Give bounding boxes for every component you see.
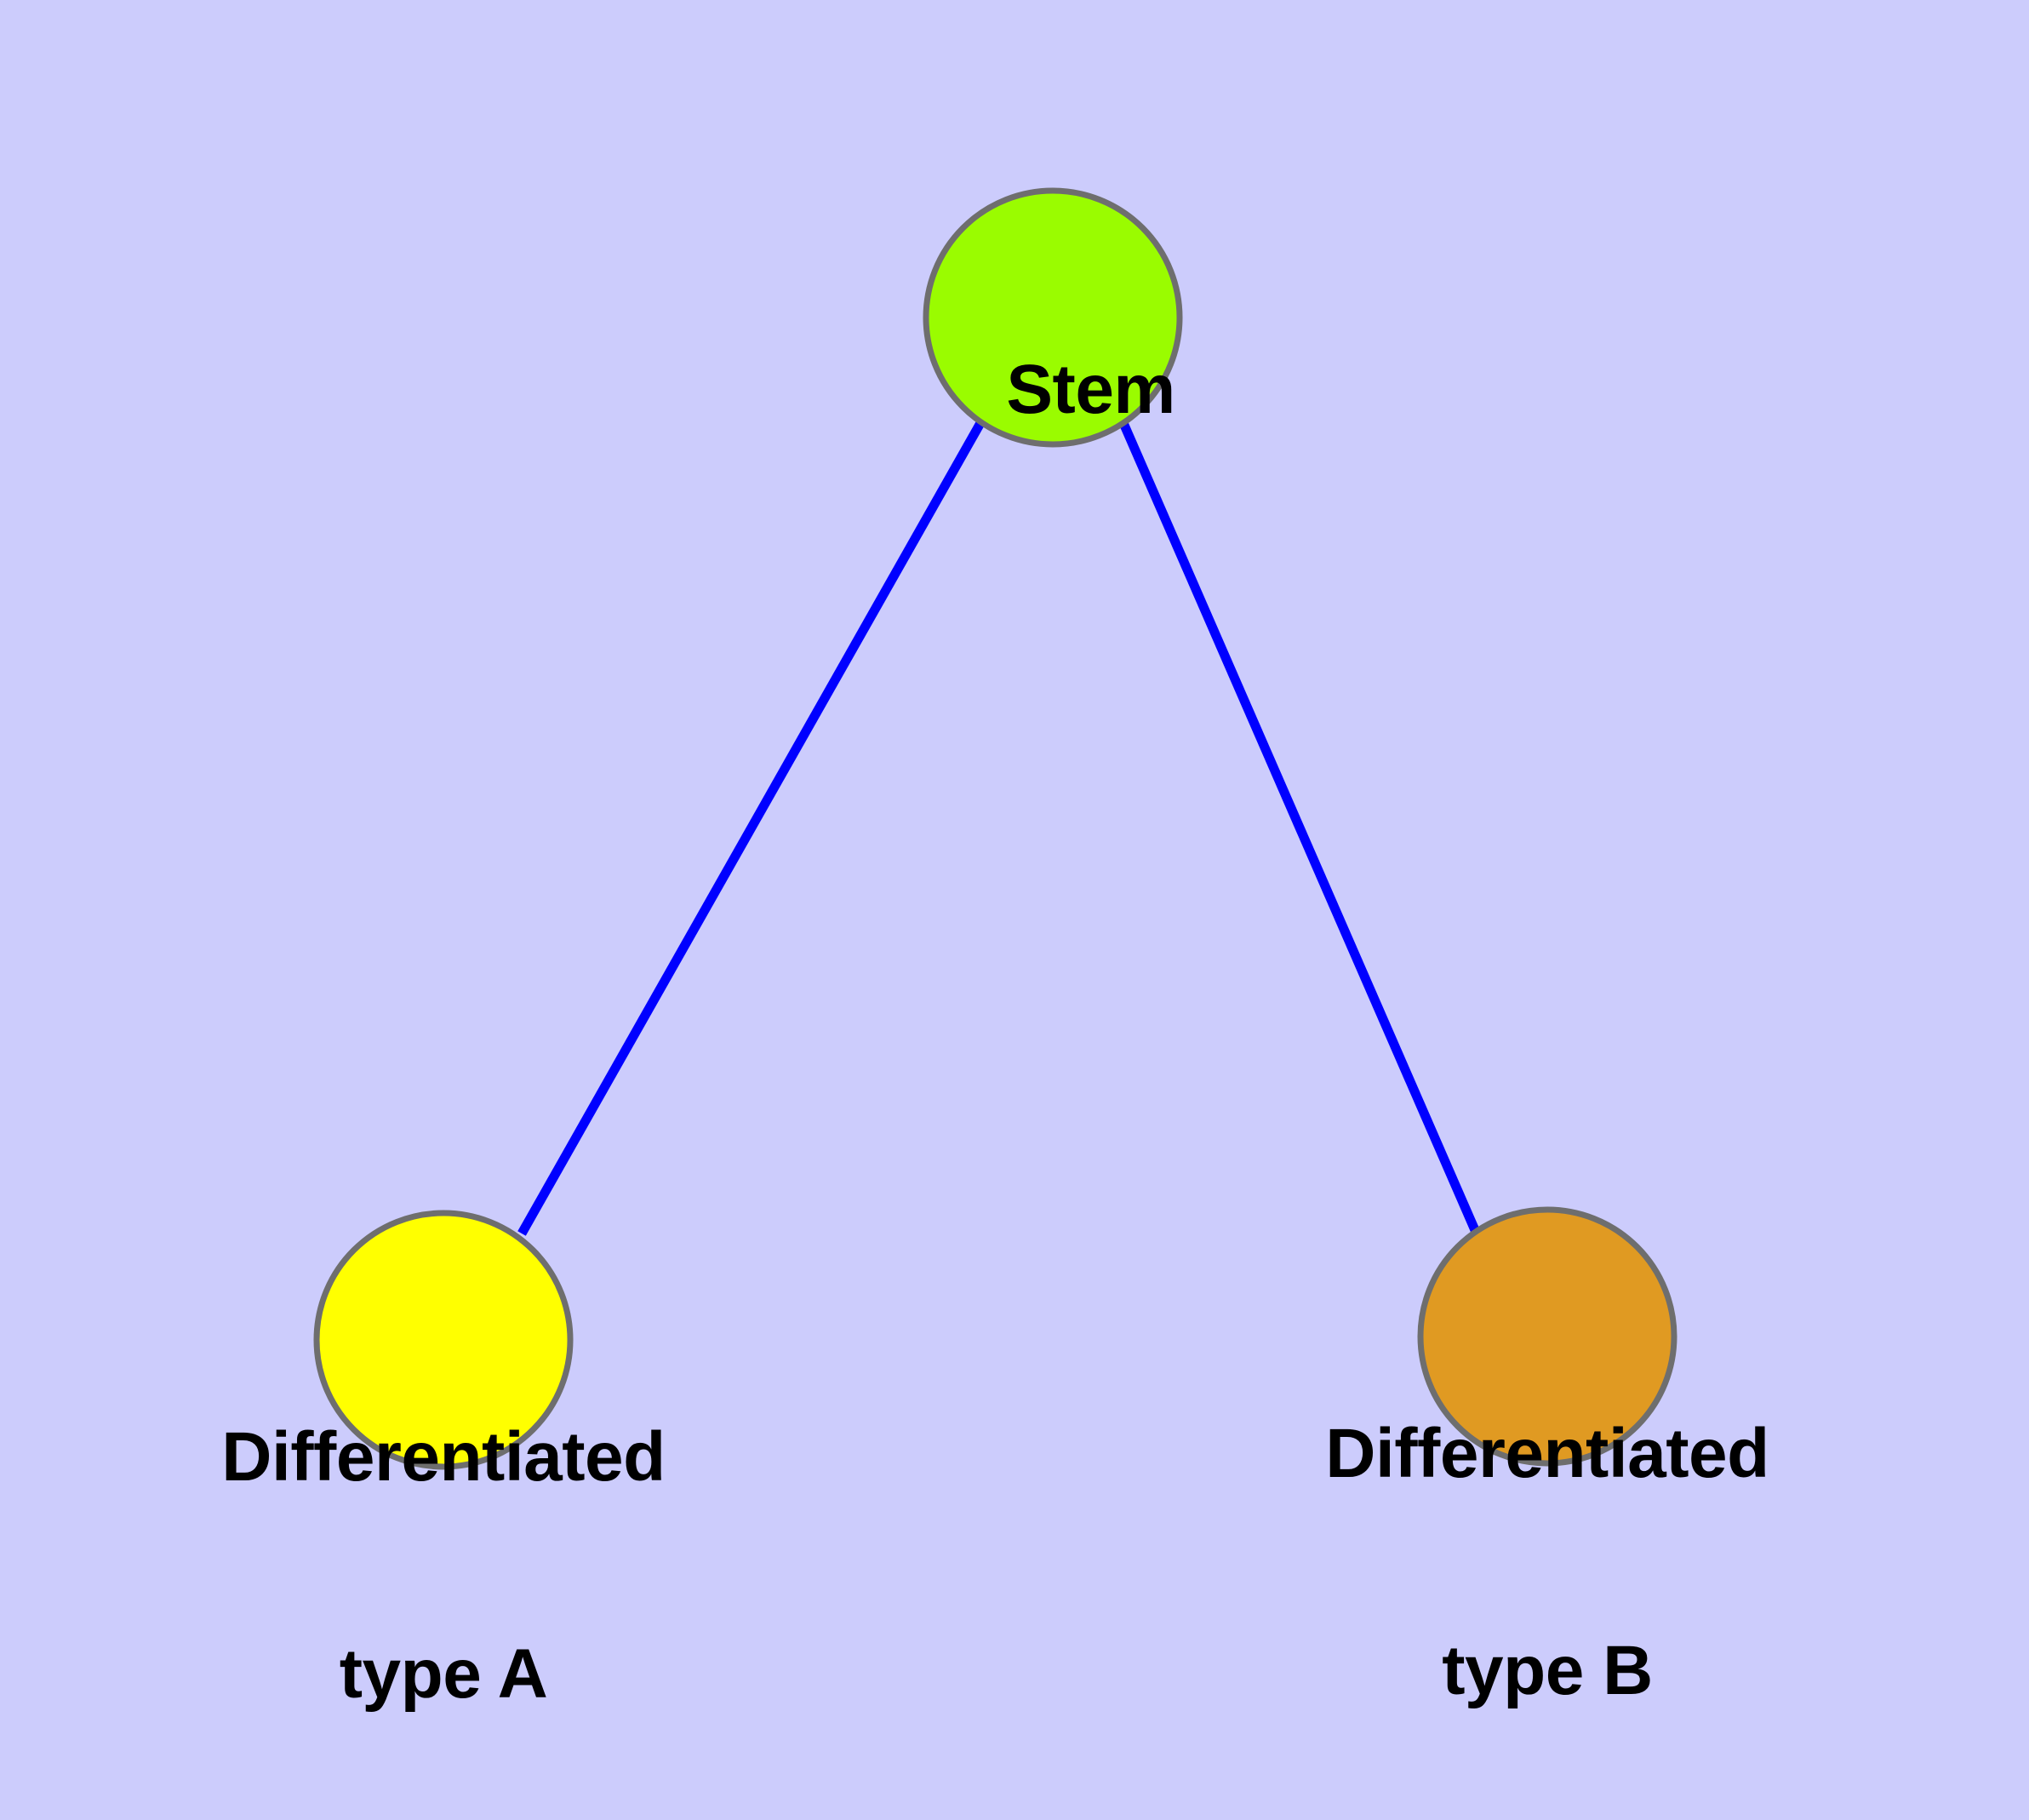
node-stem[interactable] xyxy=(923,187,1183,448)
node-differentiated-type-a[interactable] xyxy=(313,1210,574,1470)
edge-stem-to-differentiated-type-b[interactable] xyxy=(1118,421,1480,1233)
edge-stem-to-differentiated-type-a[interactable] xyxy=(517,421,985,1236)
node-differentiated-type-b[interactable] xyxy=(1417,1206,1677,1467)
